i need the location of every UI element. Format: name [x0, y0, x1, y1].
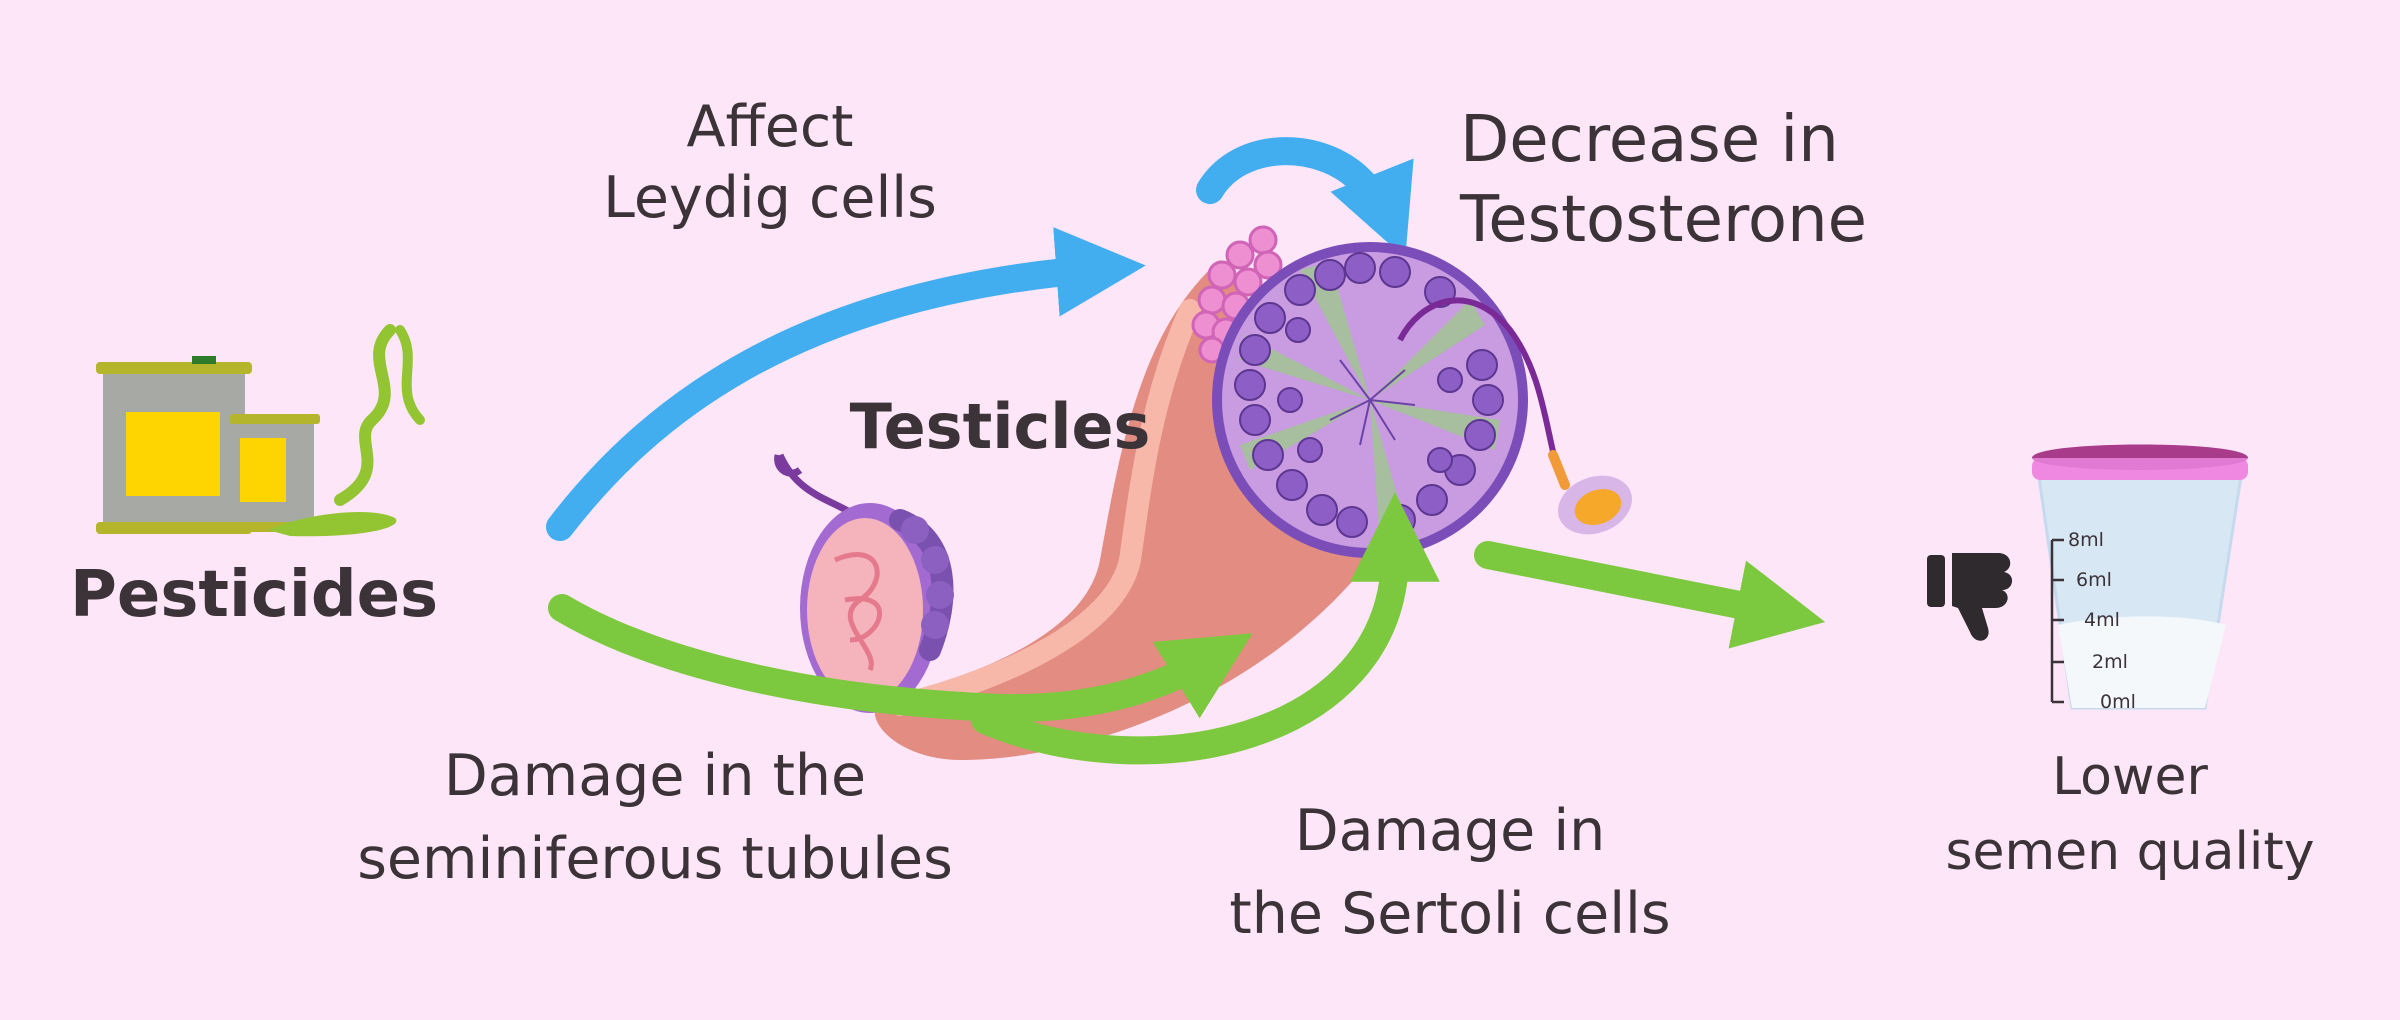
testicle-illustration — [774, 453, 954, 713]
label-decrease-line1: Decrease in — [1460, 103, 1839, 177]
cup-scale-6ml: 6ml — [2076, 569, 2112, 591]
label-semen-line1: Lower — [2052, 747, 2208, 807]
arrow-lower-semen — [1474, 541, 1826, 649]
cup-scale-2ml: 2ml — [2092, 651, 2128, 673]
label-sertoli-line2: the Sertoli cells — [1229, 880, 1671, 947]
arrow-affect-leydig — [546, 227, 1146, 541]
label-affect-leydig: Affect Leydig cells — [560, 92, 980, 235]
label-semen-line2: semen quality — [1945, 822, 2315, 883]
semen-sample-cup-icon: 8ml 6ml 4ml 2ml 0ml — [2032, 444, 2248, 713]
label-damage-tubules: Damage in the seminiferous tubules — [320, 735, 990, 900]
label-tubules-line2: seminiferous tubules — [357, 825, 953, 892]
sperm-cell-icon — [1397, 297, 1632, 535]
pesticide-barrels-icon — [96, 324, 425, 537]
label-sertoli-line1: Damage in — [1294, 798, 1606, 864]
label-affect-line2: Leydig cells — [603, 165, 937, 232]
leydig-cells-illustration — [1191, 225, 1283, 364]
label-damage-sertoli: Damage in the Sertoli cells — [1190, 790, 1710, 955]
label-decrease-testosterone: Decrease in Testosterone — [1460, 100, 1900, 260]
arrow-decrease-testosterone — [1196, 137, 1414, 259]
thumbs-down-icon — [1927, 553, 2013, 641]
cup-scale-8ml: 8ml — [2068, 529, 2104, 551]
label-pesticides: Pesticides — [70, 558, 439, 632]
label-affect-line1: Affect — [686, 94, 854, 160]
cup-scale-4ml: 4ml — [2084, 609, 2120, 631]
tubule-cross-section — [1212, 242, 1528, 558]
arrow-damage-tubules — [548, 594, 1253, 723]
label-tubules-line1: Damage in the — [443, 743, 867, 809]
label-decrease-line2: Testosterone — [1460, 183, 1867, 257]
label-testicles: Testicles — [849, 390, 1151, 463]
label-lower-semen-quality: Lower semen quality — [1920, 740, 2340, 891]
arrow-damage-sertoli — [971, 492, 1440, 765]
cup-scale-0ml: 0ml — [2100, 691, 2136, 713]
